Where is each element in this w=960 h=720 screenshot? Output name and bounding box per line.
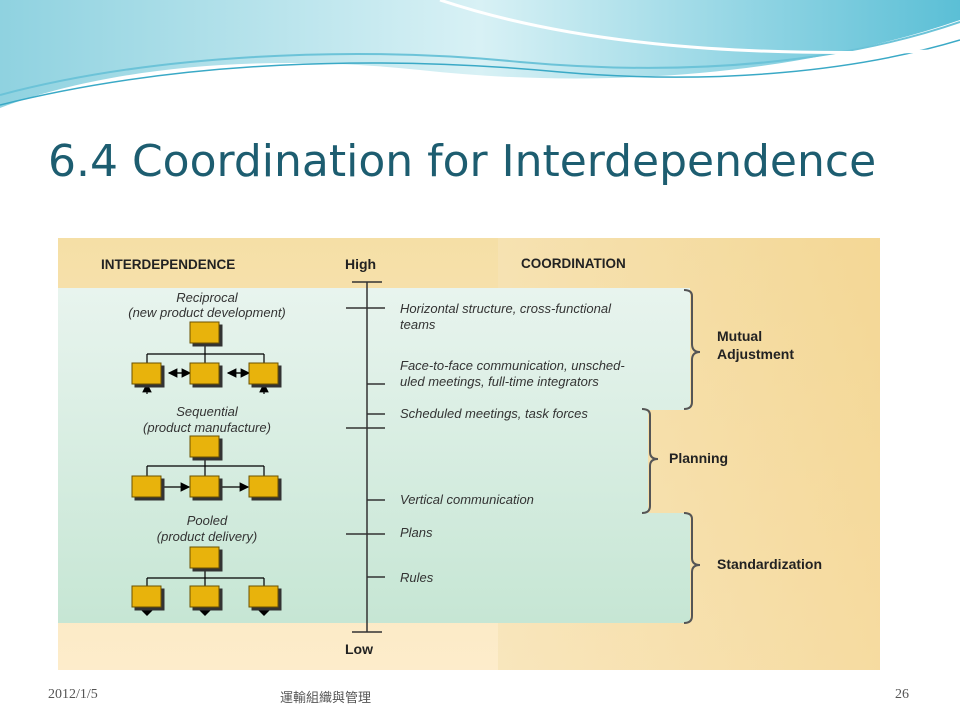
header-high: High <box>345 256 376 272</box>
group-mutual-adjustment-line2: Adjustment <box>717 346 794 362</box>
sequential-example: (product manufacture) <box>143 420 271 435</box>
coord-horizontal-line1: Horizontal structure, cross-functional <box>400 301 612 316</box>
coord-vertical-communication: Vertical communication <box>400 492 534 507</box>
label-low: Low <box>345 641 373 657</box>
pooled-label: Pooled <box>187 513 228 528</box>
header-coordination: COORDINATION <box>521 256 626 271</box>
coordination-diagram: INTERDEPENDENCE High COORDINATION Low Re… <box>58 238 880 670</box>
scale-axis <box>346 281 385 633</box>
coord-plans: Plans <box>400 525 433 540</box>
coord-scheduled-meetings: Scheduled meetings, task forces <box>400 406 588 421</box>
slide-number: 26 <box>895 687 909 702</box>
pooled-tree <box>141 568 270 616</box>
group-planning: Planning <box>669 450 728 466</box>
reciprocal-example: (new product development) <box>128 305 286 320</box>
pooled-example: (product delivery) <box>157 529 257 544</box>
group-mutual-adjustment-line1: Mutual <box>717 328 762 344</box>
sequential-boxes <box>131 435 279 498</box>
pooled-boxes <box>131 546 279 608</box>
interdependence-panel <box>58 288 690 623</box>
sequential-tree <box>146 457 265 492</box>
slide-title: 6.4 Coordination for Interdependence <box>48 136 877 187</box>
header-wave-decoration <box>0 0 960 108</box>
coord-horizontal-line2: teams <box>400 317 436 332</box>
group-standardization: Standardization <box>717 556 822 572</box>
footer-date: 2012/1/5 <box>48 687 98 702</box>
header-interdependence: INTERDEPENDENCE <box>101 257 235 272</box>
group-braces <box>641 289 701 624</box>
coord-rules: Rules <box>400 570 434 585</box>
coord-face-to-face-line2: uled meetings, full-time integrators <box>400 374 599 389</box>
reciprocal-label: Reciprocal <box>176 290 239 305</box>
coord-face-to-face-line1: Face-to-face communication, unsched- <box>400 358 625 373</box>
reciprocal-tree <box>142 342 269 394</box>
reciprocal-boxes <box>131 321 279 385</box>
sequential-label: Sequential <box>176 404 239 419</box>
footer-course-name: 運輸組織與管理 <box>280 691 372 706</box>
